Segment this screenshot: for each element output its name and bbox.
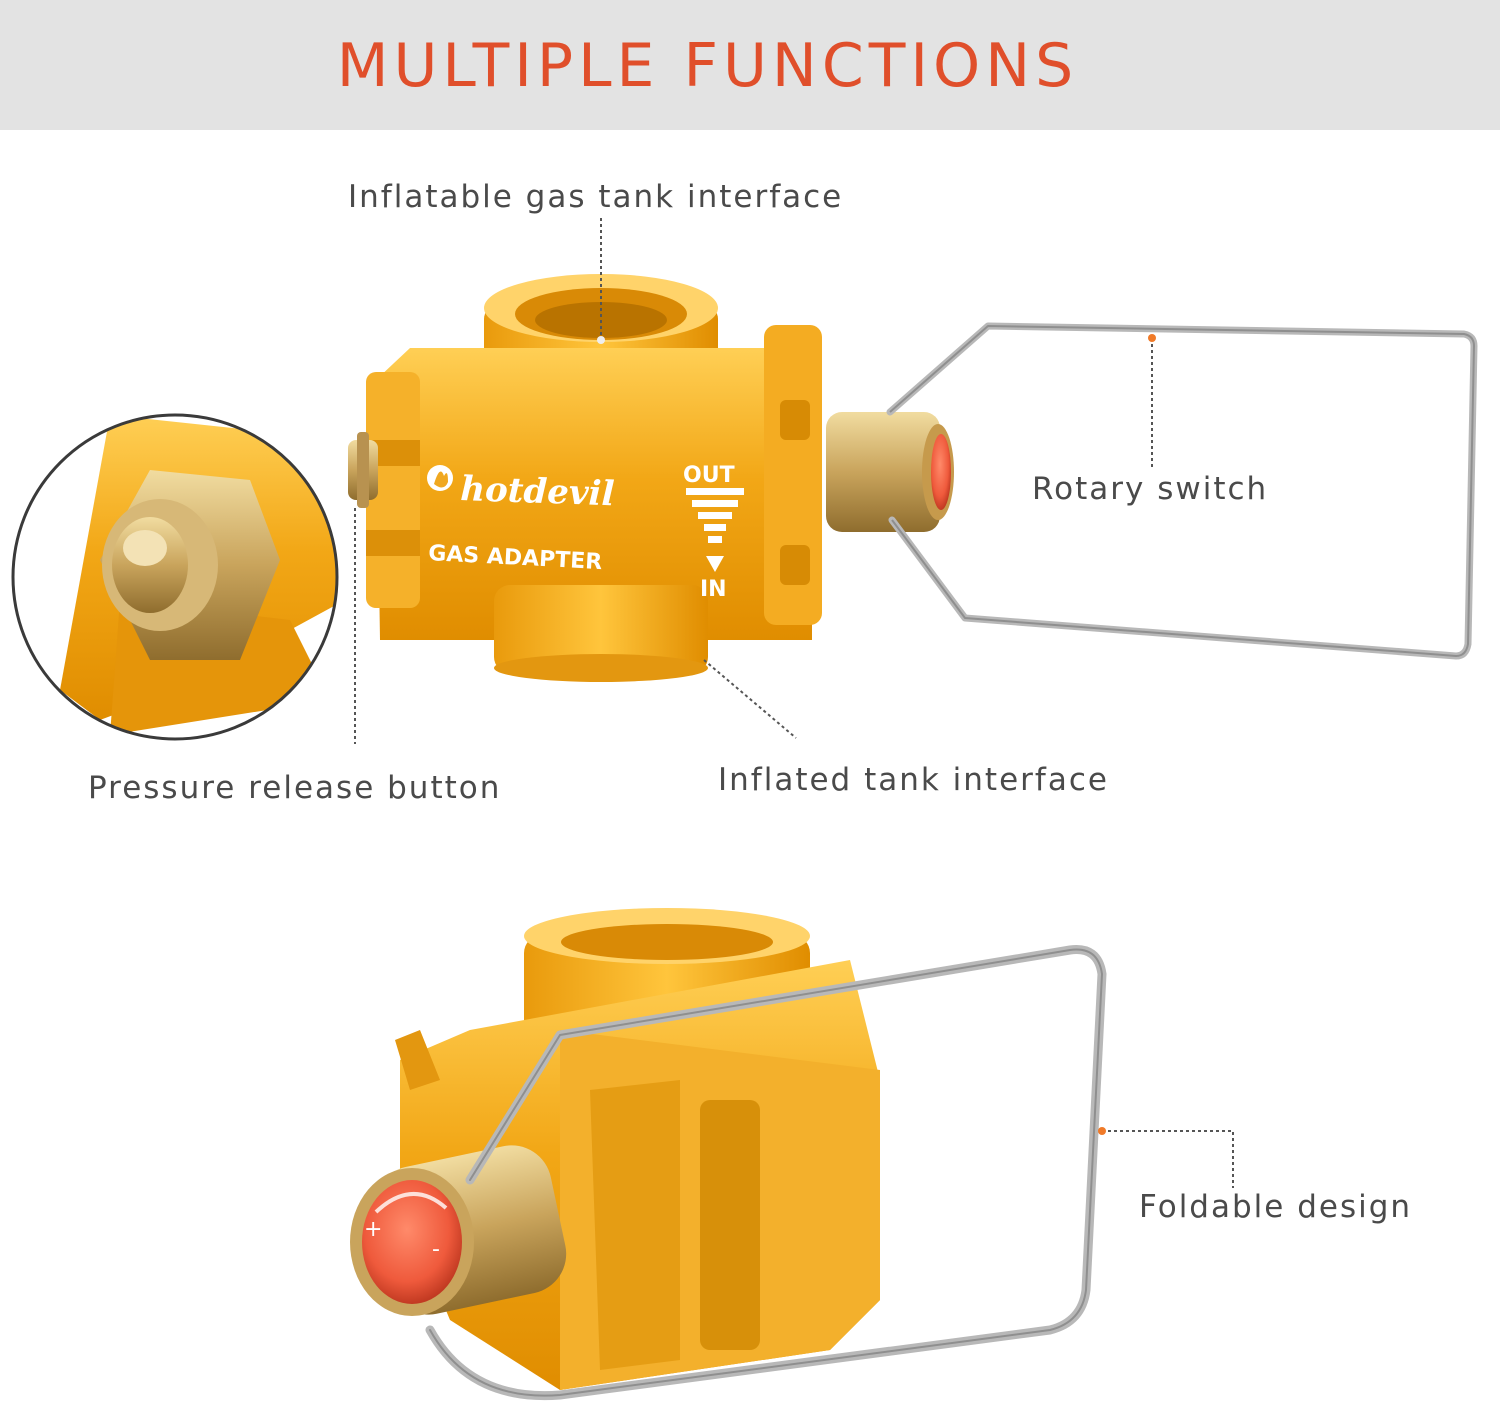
title-banner: MULTIPLE FUNCTIONS: [0, 0, 1500, 130]
bottom-port: [494, 585, 708, 682]
rotary-switch-knob: [826, 412, 954, 532]
pressure-release-nut: [348, 432, 378, 508]
leader-foldable: [1102, 1130, 1234, 1188]
callout-foldable: Foldable design: [1139, 1189, 1413, 1225]
svg-text:-: -: [432, 1237, 440, 1262]
flow-in-label: IN: [700, 577, 727, 602]
svg-text:+: +: [364, 1217, 382, 1242]
callout-bottom-interface: Inflated tank interface: [718, 762, 1109, 798]
callout-pressure-release: Pressure release button: [88, 770, 502, 806]
callout-rotary-switch: Rotary switch: [1032, 471, 1269, 507]
accent-dot-rotary: [1148, 334, 1156, 342]
printed-label: hotdevil GAS ADAPTER OUT IN: [427, 463, 744, 602]
brand-logo: hotdevil: [460, 469, 615, 514]
bottom-photo-knob: + -: [350, 1145, 567, 1316]
banner-title: MULTIPLE FUNCTIONS: [336, 31, 1079, 101]
bottom-photo-wire: [425, 945, 1107, 1401]
leader-bottom-interface: [703, 659, 797, 739]
zoom-inset: [11, 413, 339, 741]
flow-out-label: OUT: [683, 463, 735, 488]
bottom-photo-body: [395, 960, 880, 1390]
callout-top-interface: Inflatable gas tank interface: [348, 179, 844, 215]
accent-dot-foldable: [1098, 1127, 1106, 1135]
